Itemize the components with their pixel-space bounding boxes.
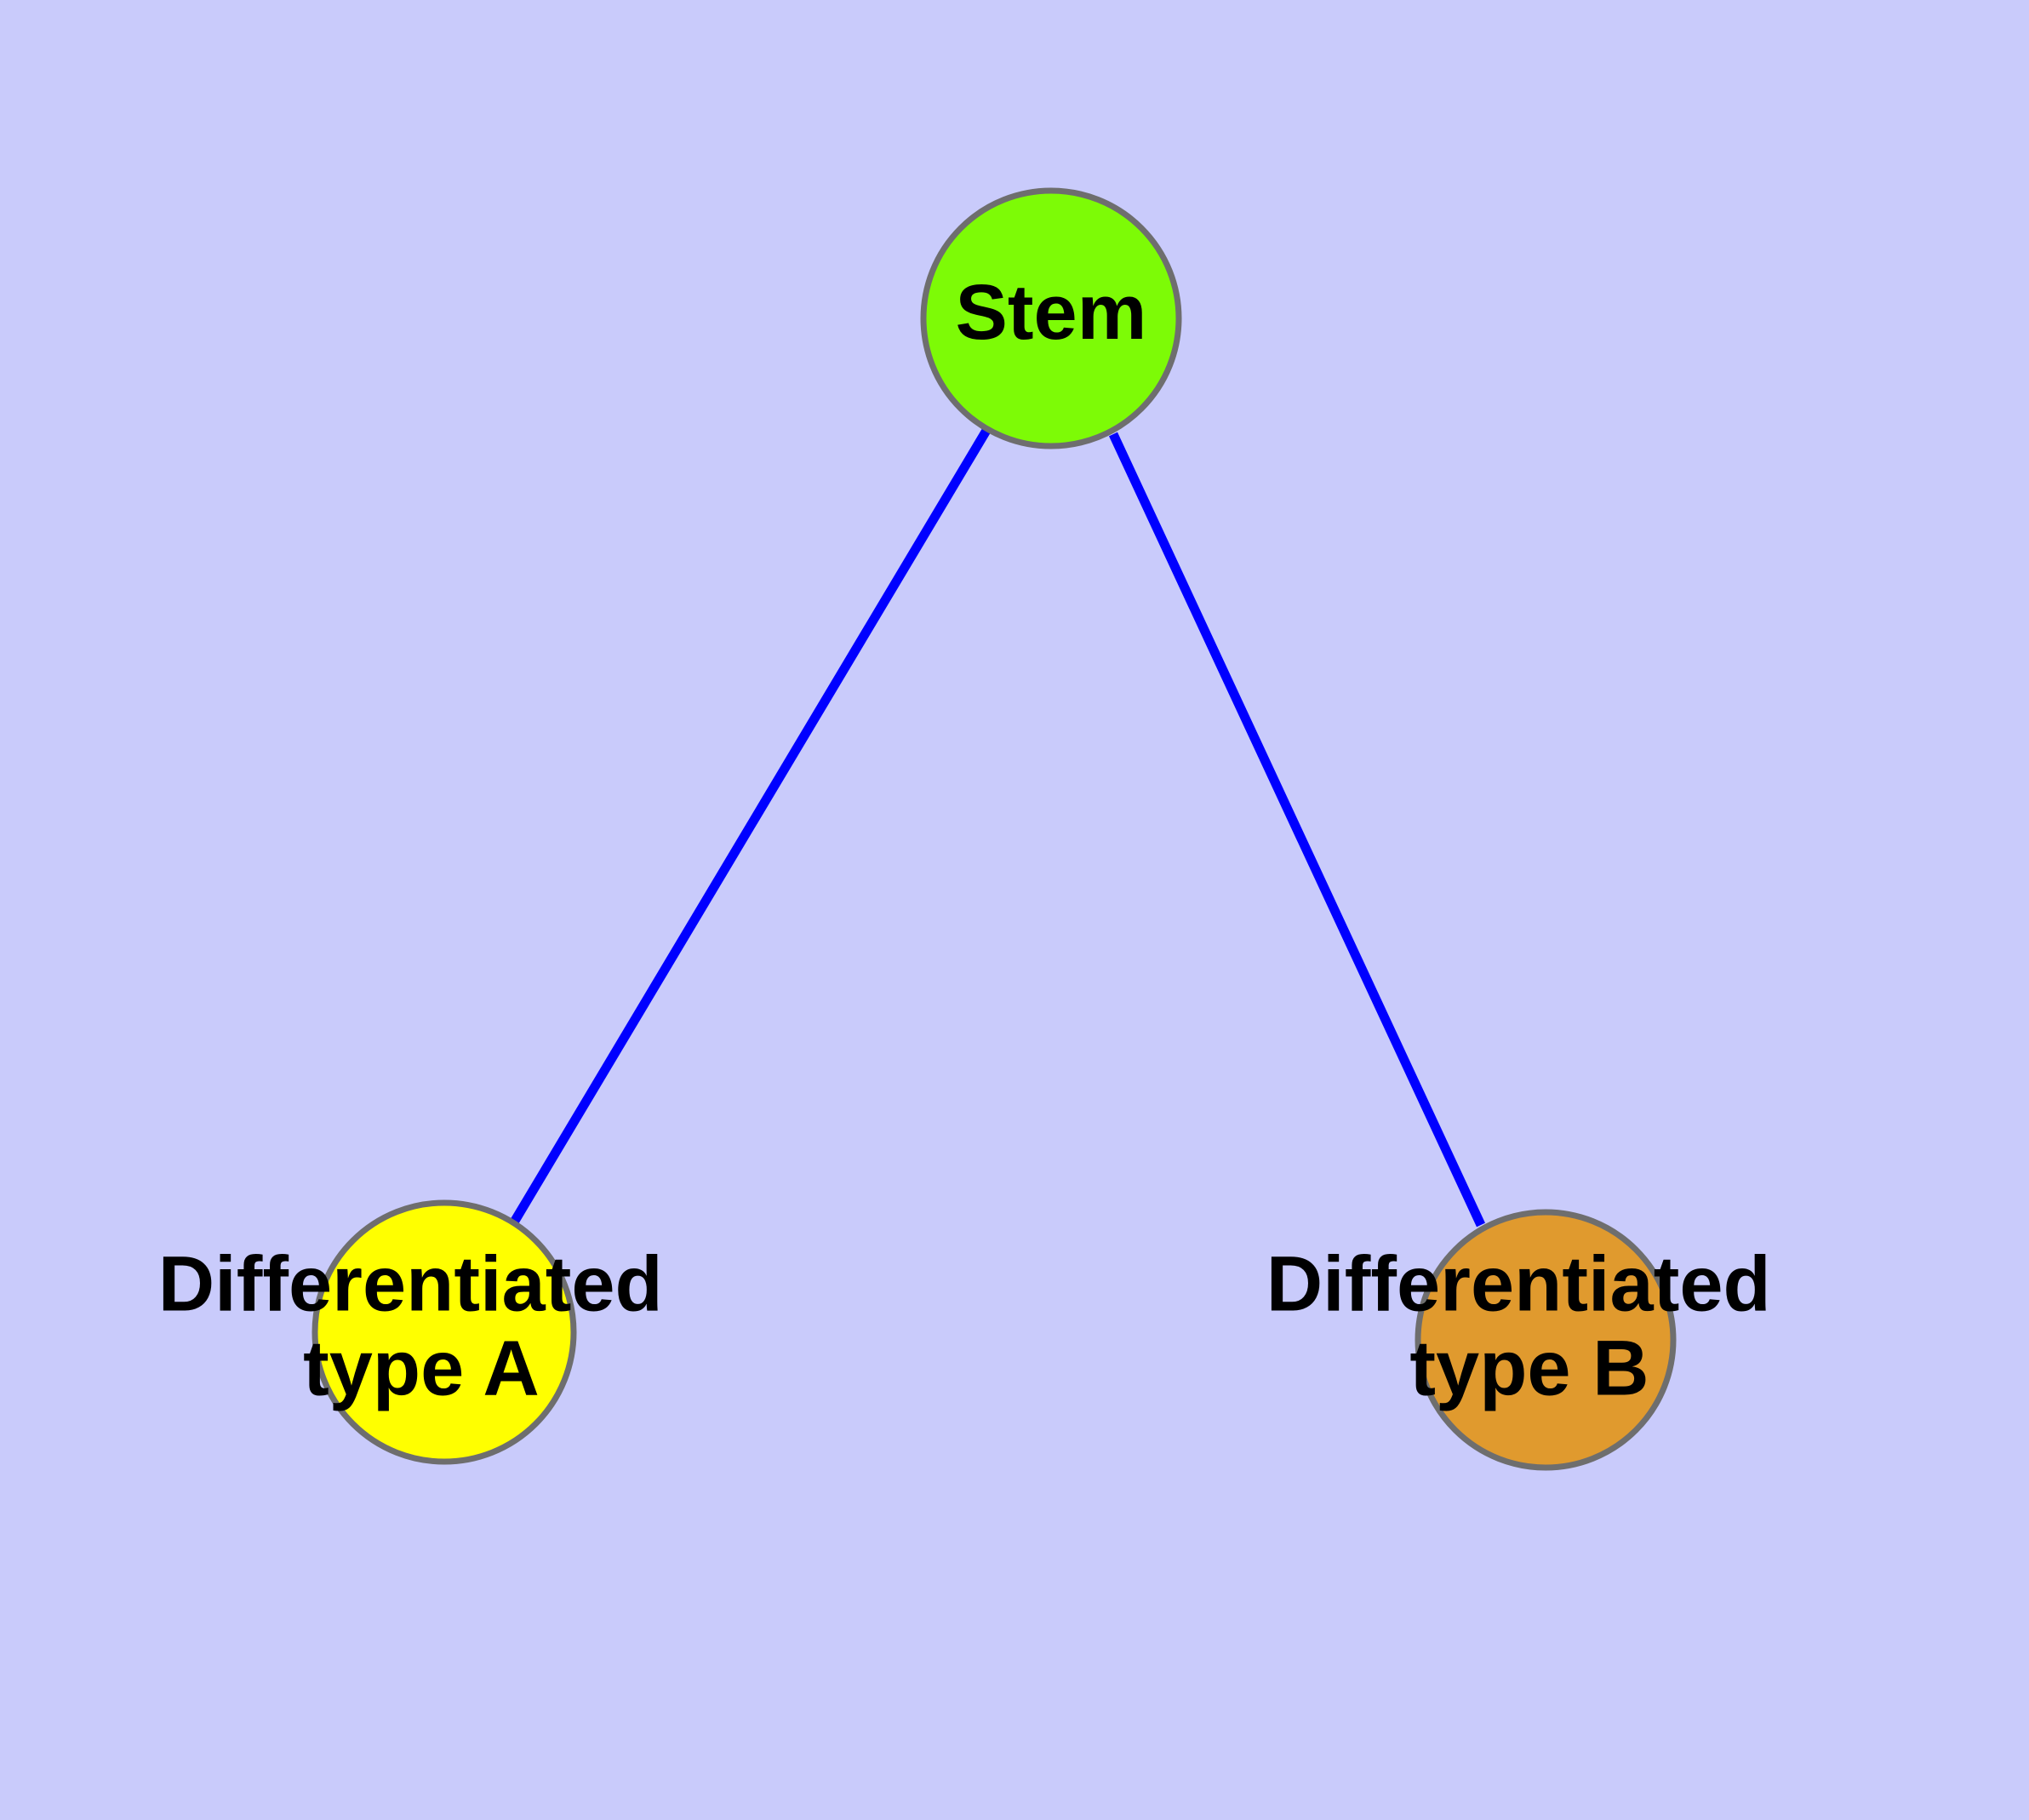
node-differentiated-type-a[interactable]: Differentiated type A — [158, 1199, 685, 1465]
nodes-layer: Stem Differentiated type A Differentiate… — [158, 187, 1793, 1471]
node-differentiated-type-b-label-line-1: Differentiated — [1266, 1241, 1771, 1328]
node-stem[interactable]: Stem — [920, 187, 1182, 449]
edge-stem-to-type-a[interactable] — [511, 426, 992, 1223]
node-differentiated-type-a-label-line-2: type A — [303, 1325, 540, 1412]
node-differentiated-type-a-label-line-1: Differentiated — [158, 1241, 663, 1328]
node-differentiated-type-b-circle[interactable] — [1415, 1209, 1677, 1471]
node-differentiated-type-b-label: Differentiated type B — [1266, 1241, 1793, 1412]
node-differentiated-type-a-label: Differentiated type A — [158, 1241, 685, 1412]
node-stem-circle[interactable] — [920, 187, 1182, 449]
node-stem-label-line-1: Stem — [956, 269, 1147, 356]
node-stem-label: Stem — [956, 269, 1147, 356]
node-differentiated-type-a-circle[interactable] — [311, 1199, 577, 1465]
edge-stem-to-type-b[interactable] — [1109, 432, 1485, 1228]
node-differentiated-type-b-label-line-2: type B — [1409, 1325, 1649, 1412]
edges-layer — [511, 426, 1485, 1228]
node-differentiated-type-b[interactable]: Differentiated type B — [1266, 1209, 1793, 1471]
